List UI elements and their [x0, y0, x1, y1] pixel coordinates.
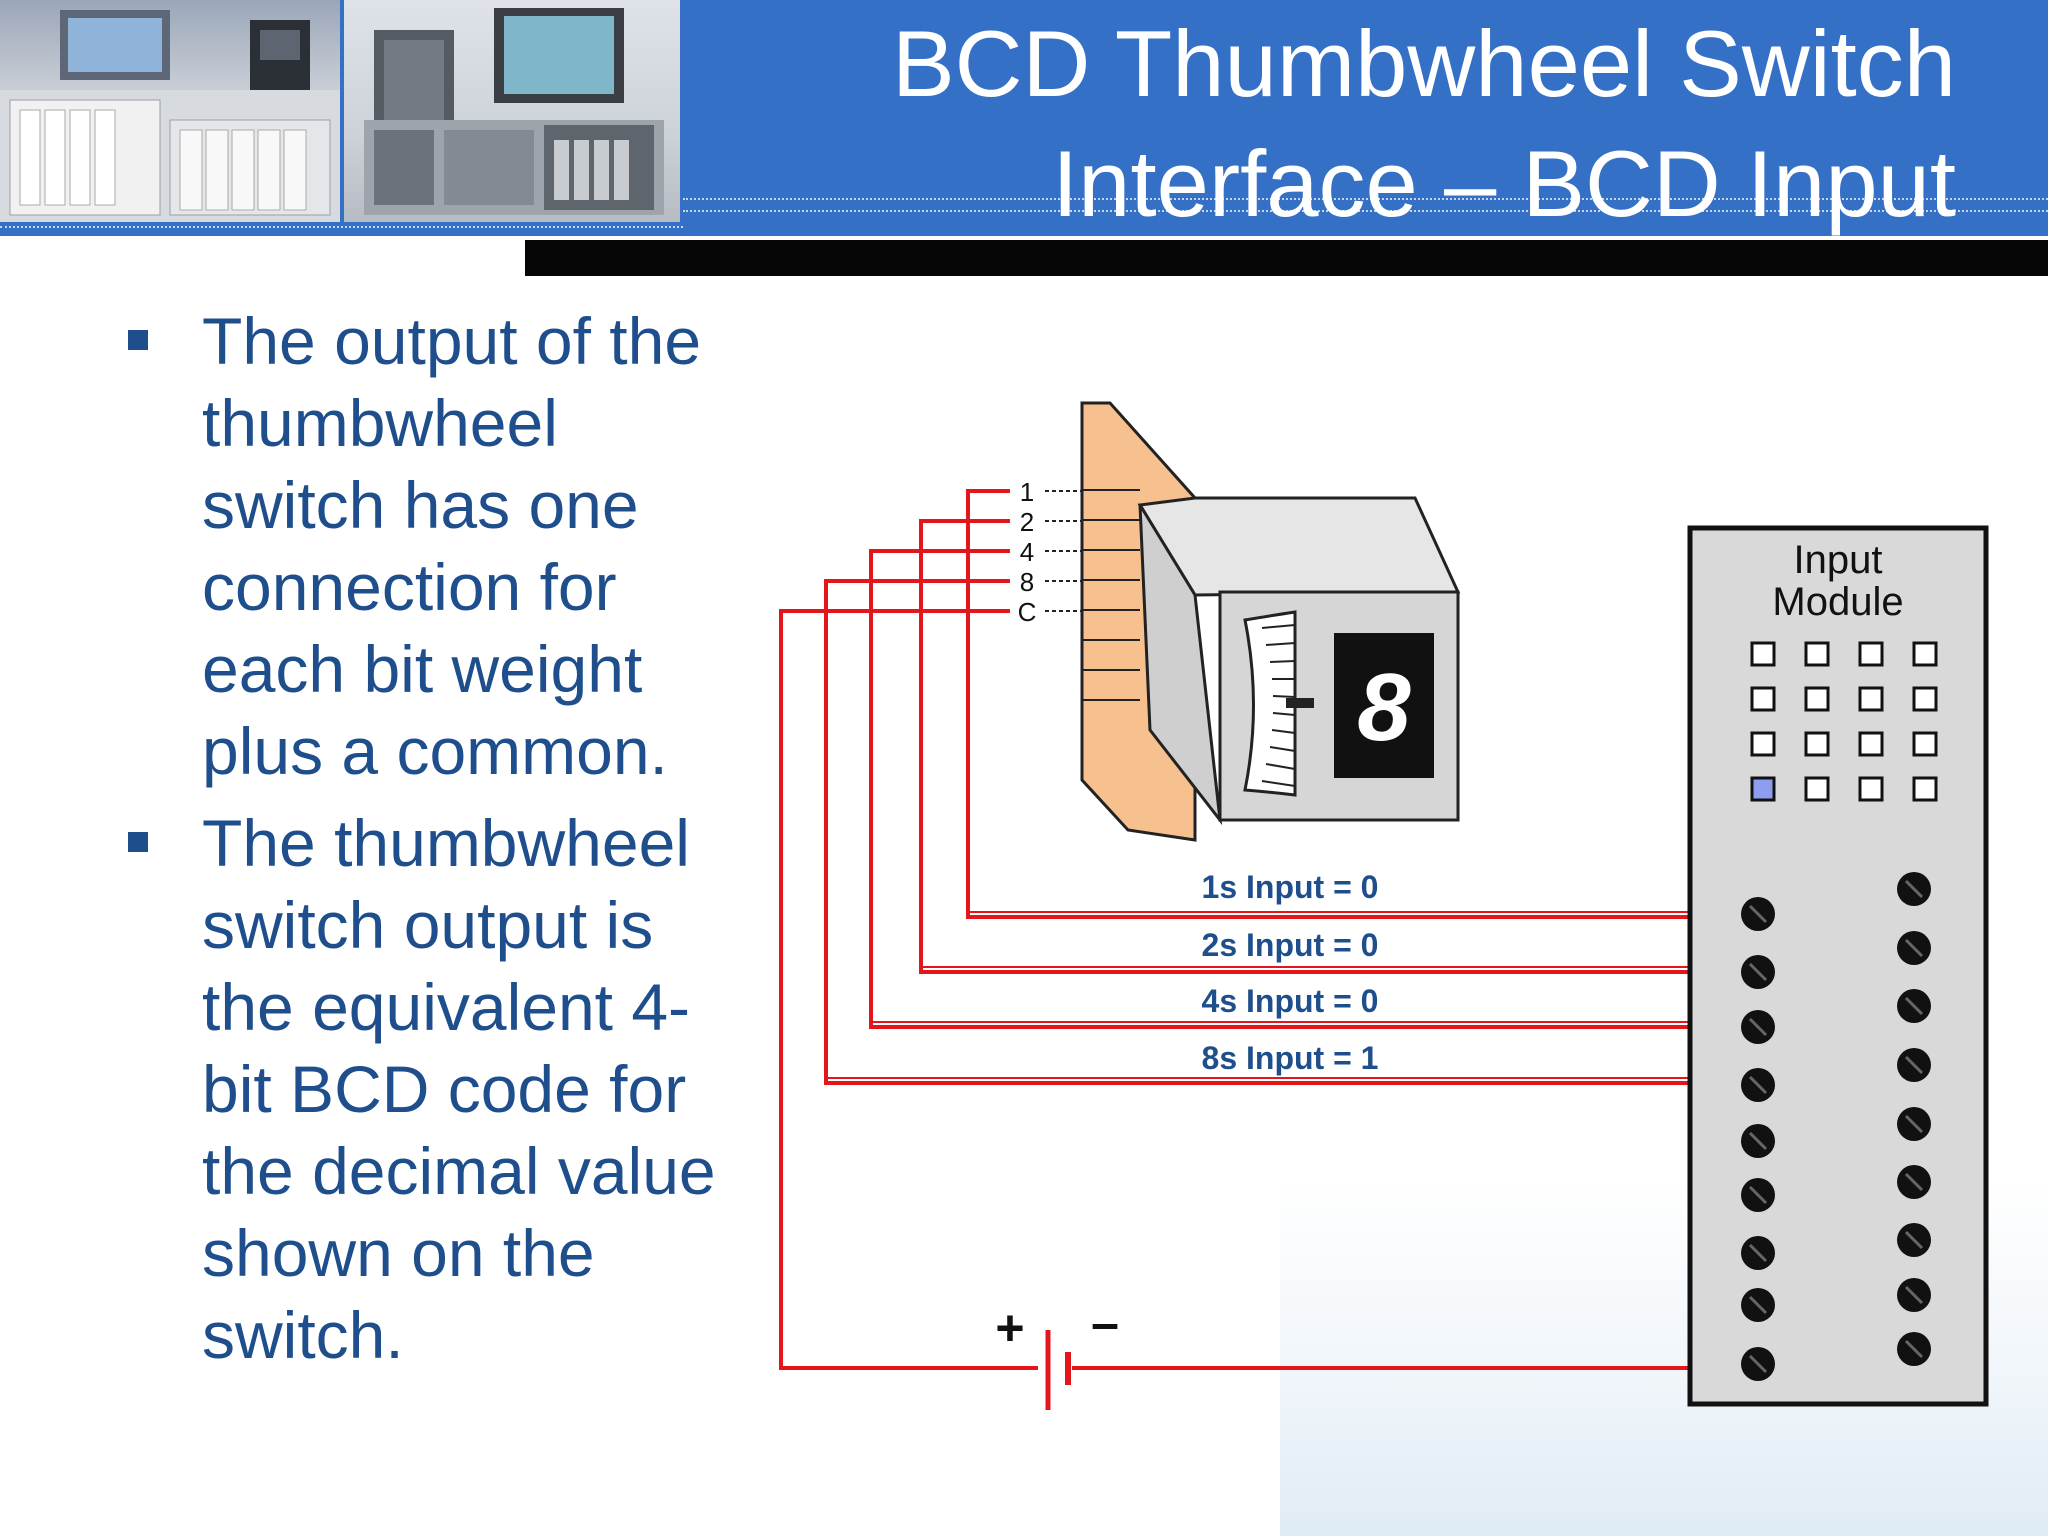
wire-4s [869, 549, 1760, 1029]
led-indicator-off [1858, 641, 1884, 667]
led-indicator-off [1912, 776, 1938, 802]
terminal-screw-slot [1904, 1339, 1924, 1359]
led-indicator-off [1750, 731, 1776, 757]
header-divider [683, 198, 2048, 200]
slide-title: BCD Thumbwheel Switch Interface – BCD In… [656, 4, 1956, 244]
input-module: Input Module [1687, 525, 1989, 1407]
input-label-8s: 8s Input = 1 [1202, 1040, 1379, 1076]
led-indicator-off [1750, 641, 1776, 667]
input-module-title-line2: Module [1772, 580, 1903, 624]
terminal-screw-slot [1904, 996, 1924, 1016]
led-indicator-off [1912, 686, 1938, 712]
bullet-item: The output of the thumbwheel switch has … [120, 300, 740, 792]
input-label-1s: 1s Input = 0 [1202, 869, 1379, 905]
terminal-screw-slot [1748, 962, 1768, 982]
wire-1s [966, 489, 1760, 919]
battery-plus-sign: + [995, 1300, 1024, 1356]
terminal-screw-slot [1748, 1017, 1768, 1037]
led-indicator-on [1750, 776, 1776, 802]
header-divider [0, 226, 683, 228]
input-module-body [1687, 525, 1989, 1407]
led-indicator-off [1912, 731, 1938, 757]
bullet-list: The output of the thumbwheel switch has … [120, 300, 740, 1386]
led-indicator-off [1858, 686, 1884, 712]
terminal-screw-slot [1748, 1243, 1768, 1263]
wire-common [779, 609, 1038, 1370]
plc-photo-right [344, 0, 680, 222]
input-label-4s: 4s Input = 0 [1202, 983, 1379, 1019]
led-indicator-off [1750, 686, 1776, 712]
terminal-screw-slot [1904, 1230, 1924, 1250]
terminal-screw-slot [1748, 1185, 1768, 1205]
wire-2s [919, 519, 1760, 974]
dial-pointer [1286, 698, 1314, 708]
switch-digit: 8 [1357, 654, 1411, 761]
terminal-screw-slot [1904, 938, 1924, 958]
terminal-screw-slot [1748, 1295, 1768, 1315]
input-module-title-line1: Input [1794, 538, 1883, 582]
terminal-screw-slot [1904, 1055, 1924, 1075]
terminal-label-2: 2 [1020, 507, 1034, 537]
terminal-screw-slot [1904, 1114, 1924, 1134]
slide-header: BCD Thumbwheel Switch Interface – BCD In… [0, 0, 2048, 240]
terminal-label-c: C [1018, 597, 1037, 627]
input-label-2s: 2s Input = 0 [1202, 927, 1379, 963]
terminal-grid [1741, 872, 1931, 1381]
square-bullet-icon [128, 832, 148, 852]
square-bullet-icon [128, 330, 148, 350]
slide-title-line2: Interface – BCD Input [1052, 131, 1956, 236]
digit-window [1334, 633, 1434, 778]
led-indicator-grid [1750, 641, 1938, 802]
thumbwheel-switch: 8 [1080, 401, 1461, 842]
slide-title-line1: BCD Thumbwheel Switch [891, 11, 1956, 116]
led-indicator-off [1912, 641, 1938, 667]
led-indicator-off [1804, 731, 1830, 757]
terminal-screw-slot [1904, 1172, 1924, 1192]
header-band [0, 0, 2048, 236]
terminal-screw-slot [1748, 1354, 1768, 1374]
terminal-label-4: 4 [1020, 537, 1034, 567]
led-indicator-off [1804, 641, 1830, 667]
terminal-screw-slot [1904, 879, 1924, 899]
terminal-screw-slot [1904, 1285, 1924, 1305]
led-indicator-off [1804, 776, 1830, 802]
terminal-label-1: 1 [1020, 477, 1034, 507]
battery: + – [995, 1295, 1119, 1410]
terminal-screw-slot [1748, 1131, 1768, 1151]
terminal-label-8: 8 [1020, 567, 1034, 597]
battery-minus-sign: – [1091, 1295, 1119, 1351]
led-indicator-off [1804, 686, 1830, 712]
bullet-text: The output of the thumbwheel switch has … [202, 304, 702, 788]
terminal-screw-slot [1748, 1075, 1768, 1095]
led-indicator-off [1858, 731, 1884, 757]
terminal-screw-slot [1748, 904, 1768, 924]
bullet-text: The thumbwheel switch output is the equi… [202, 806, 716, 1372]
plc-photo-left [0, 0, 340, 222]
bullet-item: The thumbwheel switch output is the equi… [120, 802, 740, 1376]
header-divider [683, 210, 2048, 212]
header-accent-bar [525, 240, 2048, 276]
wire-8s [824, 579, 1760, 1085]
led-indicator-off [1858, 776, 1884, 802]
